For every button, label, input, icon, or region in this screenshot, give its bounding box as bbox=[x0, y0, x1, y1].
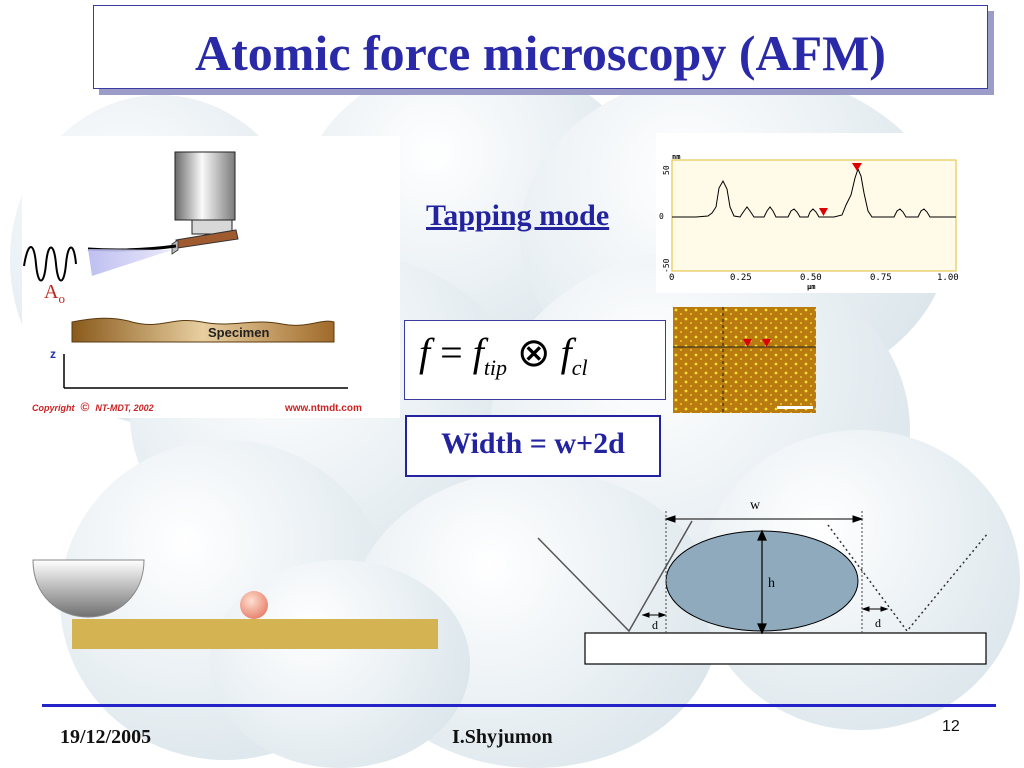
afm-topography-image bbox=[673, 307, 816, 413]
scanner-head bbox=[174, 151, 236, 235]
marker-triangle bbox=[852, 163, 862, 171]
diagram-substrate bbox=[584, 632, 987, 665]
convolution-formula-box: f = ftip ⊗ fcl bbox=[404, 320, 666, 400]
marker-triangle bbox=[743, 339, 752, 347]
website-text: www.ntmdt.com bbox=[284, 403, 362, 414]
footer-divider bbox=[42, 704, 996, 707]
left-tip-outline bbox=[537, 520, 693, 633]
z-label: z bbox=[50, 347, 56, 361]
d-left-label: d bbox=[652, 618, 658, 632]
profile-curve bbox=[672, 167, 956, 218]
afm-animation-figure: Ao Specimen z Copyright©NT-MDT, 2002 www… bbox=[22, 136, 400, 418]
z-axis: z bbox=[50, 347, 348, 389]
copyright-text: Copyright©NT-MDT, 2002 bbox=[32, 400, 154, 414]
footer-author: I.Shyjumon bbox=[452, 726, 553, 748]
height-arrow bbox=[757, 529, 767, 635]
tapping-mode-label: Tapping mode bbox=[426, 199, 610, 232]
specimen: Specimen bbox=[71, 317, 335, 343]
x-tick-label: 0.50 bbox=[800, 273, 822, 283]
w-label: w bbox=[750, 498, 761, 513]
h-label: h bbox=[768, 576, 775, 591]
particle-sphere bbox=[240, 591, 268, 619]
x-tick-label: 0.75 bbox=[870, 273, 892, 283]
afm-tip-bowl bbox=[32, 559, 145, 618]
oscillation-wave bbox=[23, 246, 77, 282]
cantilever bbox=[87, 229, 239, 276]
width-formula-box: Width = w+2d bbox=[405, 415, 661, 477]
height-profile-plot: nm 50 0 -50 0 0.25 0.50 0.75 1.00 μm bbox=[656, 133, 972, 293]
y-unit-label: nm bbox=[672, 153, 680, 161]
title-box: Atomic force microscopy (AFM) bbox=[93, 5, 988, 89]
d-left-arrow bbox=[641, 612, 667, 618]
tip-substrate-illustration bbox=[32, 559, 438, 649]
footer-date: 19/12/2005 bbox=[60, 726, 152, 748]
substrate-bar bbox=[72, 619, 438, 649]
marker-triangle bbox=[819, 208, 828, 216]
amplitude-label: Ao bbox=[44, 281, 65, 306]
slide-number: 12 bbox=[942, 718, 960, 735]
tip-geometry-diagram: w h d d bbox=[537, 498, 989, 665]
y-tick-label: -50 bbox=[662, 258, 671, 273]
x-tick-label: 0 bbox=[669, 273, 674, 283]
right-tip-outline bbox=[827, 524, 989, 633]
slide-title: Atomic force microscopy (AFM) bbox=[195, 25, 886, 81]
y-tick-label: 50 bbox=[662, 165, 671, 175]
x-tick-label: 0.25 bbox=[730, 273, 752, 283]
x-tick-label: 1.00 bbox=[937, 273, 959, 283]
d-right-arrow bbox=[861, 606, 889, 612]
x-unit-label: μm bbox=[807, 283, 815, 291]
width-arrow bbox=[664, 515, 864, 523]
width-formula: Width = w+2d bbox=[441, 427, 625, 460]
y-tick-labels: 50 0 -50 bbox=[659, 165, 671, 273]
scale-bar bbox=[777, 406, 813, 409]
y-tick-label: 0 bbox=[659, 212, 664, 221]
d-right-label: d bbox=[875, 616, 881, 630]
x-tick-labels: 0 0.25 0.50 0.75 1.00 bbox=[669, 273, 959, 283]
marker-triangle bbox=[762, 339, 771, 347]
specimen-label: Specimen bbox=[208, 325, 269, 340]
convolution-formula: f = ftip ⊗ fcl bbox=[419, 330, 588, 380]
